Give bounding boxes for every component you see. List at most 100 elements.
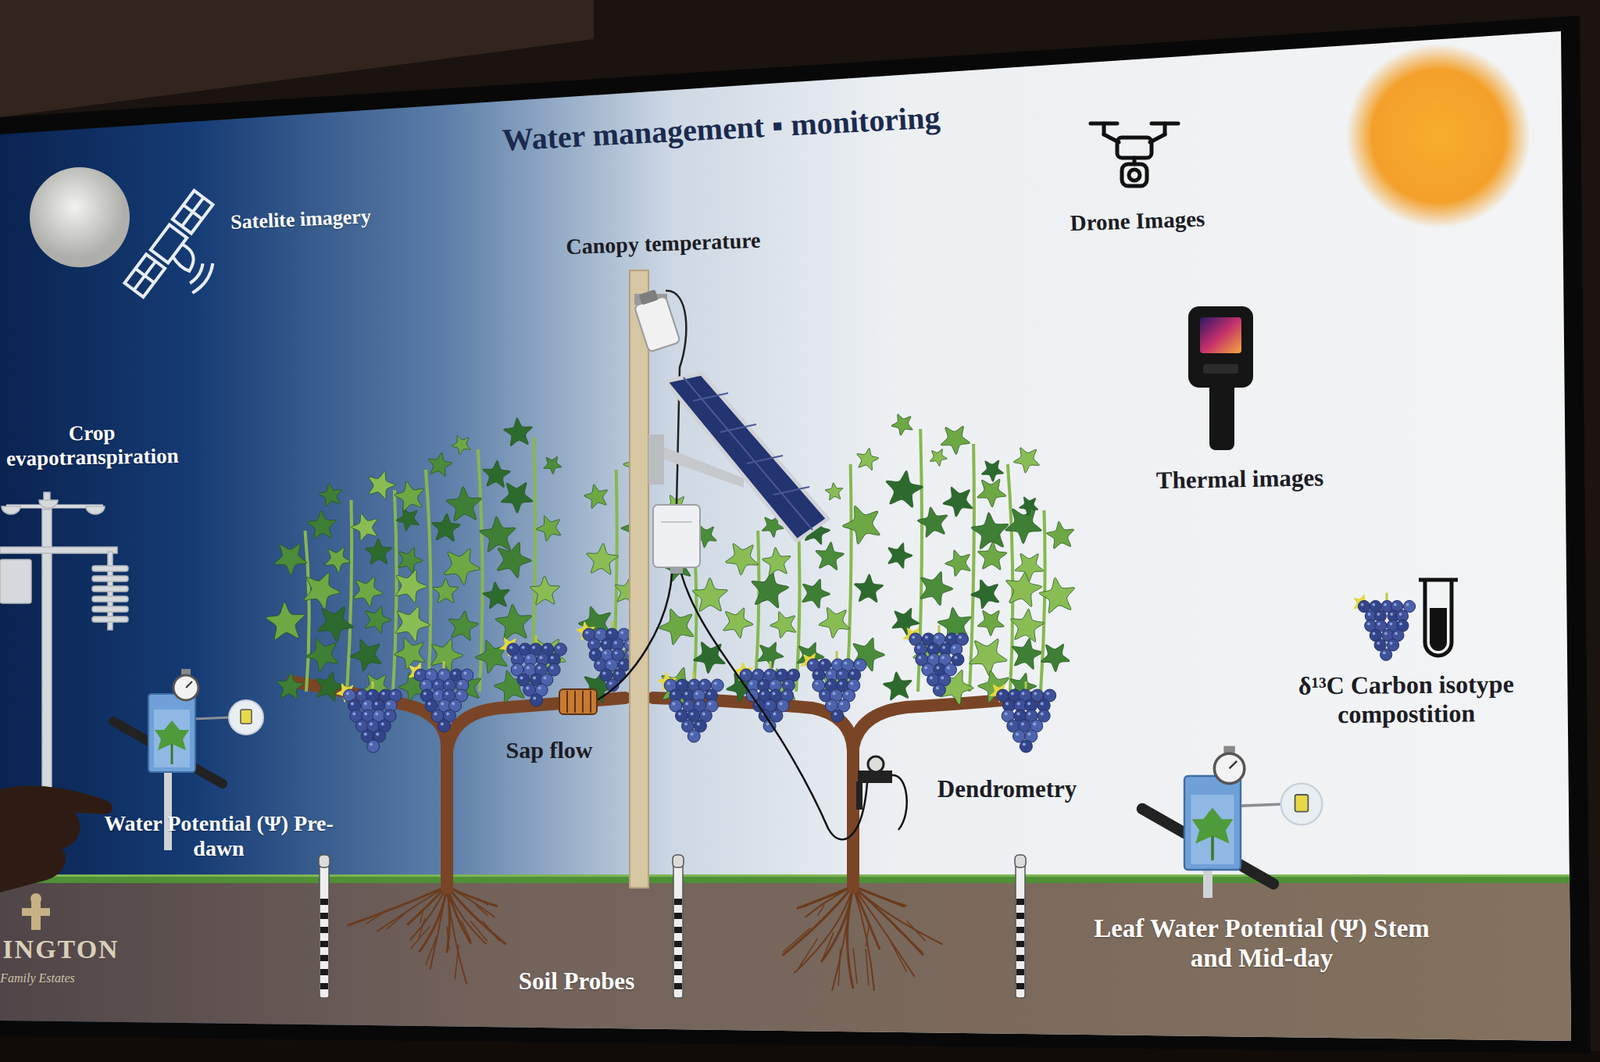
- grape-highlight: [1399, 621, 1403, 625]
- grape-highlight: [1032, 722, 1036, 726]
- grape-highlight: [779, 702, 783, 706]
- grape-highlight: [953, 656, 958, 660]
- grape-highlight: [684, 722, 688, 726]
- grape-highlight: [695, 692, 699, 696]
- pressure-chamber-left: [171, 743, 174, 765]
- grape-highlight: [1389, 641, 1393, 645]
- sap-flow-sensor: [582, 690, 584, 713]
- grape-highlight: [917, 656, 922, 660]
- root-line: [817, 904, 825, 916]
- grape-highlight: [514, 656, 518, 660]
- grape-highlight: [375, 702, 379, 706]
- vine-leaf: [448, 610, 479, 640]
- grape-highlight: [839, 671, 843, 675]
- probe-body: [319, 857, 329, 998]
- vine-leaf: [500, 482, 533, 514]
- vine-leaf: [495, 603, 533, 640]
- vine-leaf: [325, 547, 351, 573]
- grape-highlight: [707, 692, 711, 696]
- grape-highlight: [678, 682, 683, 686]
- vine-leaf: [482, 582, 510, 609]
- grape-highlight: [526, 656, 530, 660]
- shoot-stem: [1007, 464, 1013, 692]
- grape-highlight: [514, 666, 518, 670]
- probe-segment: [320, 982, 329, 990]
- soil-probes: [318, 854, 1026, 998]
- root-line: [386, 913, 405, 929]
- vine-leaf: [482, 460, 511, 487]
- vine-leaf: [692, 577, 728, 611]
- shoot-stem: [346, 500, 352, 692]
- sensor-pole: [629, 270, 649, 888]
- solar-panel: [720, 424, 757, 433]
- vine-leaf: [770, 611, 797, 639]
- grape-highlight: [445, 692, 449, 696]
- probe-segment: [320, 940, 329, 947]
- grape-highlight: [766, 702, 770, 706]
- grape-highlight: [1040, 702, 1044, 706]
- root-line: [838, 948, 841, 986]
- grape-highlight: [814, 682, 818, 686]
- vine-leaf: [277, 672, 304, 699]
- grape-highlight: [1367, 612, 1372, 616]
- grape-highlight: [1382, 650, 1386, 654]
- sap-flow-sensor: [589, 690, 592, 713]
- vine-leaf: [396, 507, 419, 531]
- pressure-chamber-left: [173, 675, 199, 700]
- junction-box: [653, 504, 700, 568]
- junction-box: [670, 567, 683, 574]
- grape-highlight: [1005, 702, 1009, 706]
- grape-highlight: [1027, 732, 1031, 736]
- grape-highlight: [434, 712, 438, 716]
- instrument-label: Water Potential (Ψ) Pre-dawn: [101, 810, 336, 861]
- weather-station: [92, 596, 129, 602]
- weather-station: [85, 506, 105, 515]
- grape-highlight: [754, 671, 758, 675]
- vine-leaf: [428, 452, 452, 476]
- grape-highlight: [929, 646, 933, 650]
- root-line: [853, 885, 915, 977]
- vine-leaf: [315, 671, 344, 701]
- vine-leaf: [1046, 521, 1074, 549]
- sensor-wires: [681, 573, 868, 840]
- grape-highlight: [941, 656, 945, 660]
- grape-highlight: [958, 635, 962, 640]
- grape-highlight: [422, 682, 426, 686]
- vine-leaf: [1012, 638, 1043, 670]
- drone-icon: [1090, 123, 1179, 186]
- grape-highlight: [1015, 732, 1019, 736]
- grape-highlight: [832, 692, 836, 696]
- grape-highlight: [1384, 632, 1388, 636]
- root-line: [420, 909, 424, 923]
- weather-station: [39, 500, 58, 508]
- thermal-camera-icon: [1188, 306, 1254, 388]
- grape-highlight: [930, 656, 934, 660]
- grape-highlight: [690, 712, 694, 716]
- instrument-label: Leaf Water Potential (Ψ) Stem and Mid-da…: [1085, 914, 1438, 974]
- pressure-chamber-left: [148, 693, 196, 772]
- root-line: [853, 947, 858, 984]
- grape-berry: [437, 719, 450, 733]
- vine-trunks: [292, 681, 1040, 888]
- canopy-temperature-sensor: [639, 289, 659, 305]
- grape-highlight: [537, 666, 541, 670]
- canopy-temperature-sensor: [631, 286, 681, 352]
- root-line: [470, 921, 488, 942]
- grape-highlight: [942, 646, 946, 650]
- weather-station: [92, 565, 129, 572]
- vine-leaf: [503, 417, 533, 447]
- grape-highlight: [1004, 712, 1008, 716]
- grape-highlight: [766, 722, 770, 726]
- probe-cap: [1014, 854, 1026, 868]
- thermal-camera-icon: [1188, 306, 1254, 450]
- probe-segment: [1016, 968, 1025, 975]
- grape-highlight: [1406, 603, 1410, 607]
- vine-leaf: [885, 470, 923, 508]
- grape-berry: [530, 693, 543, 707]
- grape-highlight: [532, 696, 536, 700]
- vine-leaf: [842, 505, 880, 544]
- grape-highlight: [1360, 603, 1365, 607]
- shoot-stem: [305, 530, 310, 692]
- grape-highlight: [368, 692, 372, 696]
